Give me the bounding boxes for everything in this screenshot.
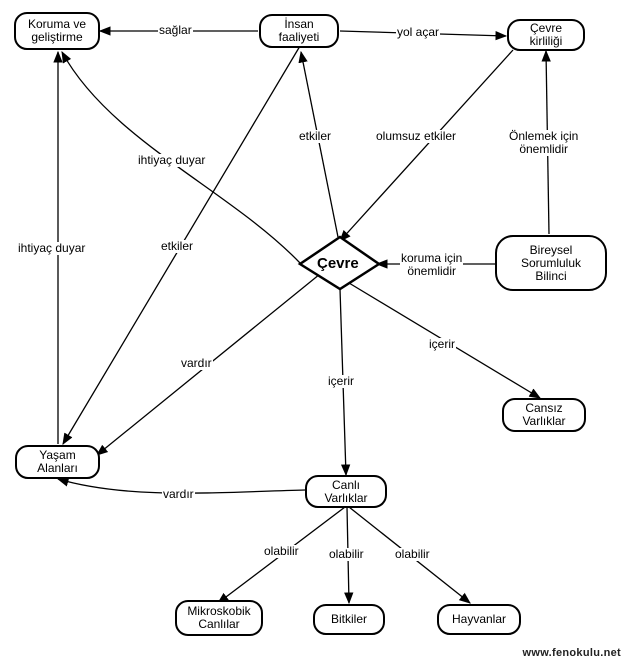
label-yol-acar: yol açar — [396, 25, 441, 39]
node-canli-varliklar: Canlı Varlıklar — [305, 475, 387, 508]
node-bireysel-sorumluluk-bilinci: Bireysel Sorumluluk Bilinci — [495, 235, 607, 291]
node-yasam-alanlari: Yaşam Alanları — [15, 445, 100, 479]
label-etkiler-left: etkiler — [160, 239, 195, 253]
label-etkiler-top: etkiler — [298, 129, 333, 143]
label-olumsuz-etkiler: olumsuz etkiler — [375, 129, 458, 143]
label-olabilir-1: olabilir — [263, 544, 300, 558]
label-olabilir-3: olabilir — [394, 547, 431, 561]
edge-cevre-insan — [298, 50, 339, 238]
label-vardir-bottom: vardır — [162, 487, 195, 501]
node-mikroskobik-canlilar: Mikroskobik Canlılar — [175, 600, 263, 636]
node-cansiz-varliklar: Cansız Varlıklar — [502, 398, 586, 432]
label-icerir-down: içerir — [327, 374, 355, 388]
node-hayvanlar: Hayvanlar — [437, 604, 521, 635]
label-ihtiyac-duyar-vert: ihtiyaç duyar — [17, 241, 87, 255]
node-koruma-ve-gelistirme: Koruma ve geliştirme — [14, 12, 100, 50]
label-ihtiyac-duyar-diag: ihtiyaç duyar — [137, 153, 207, 167]
cevre-diamond-shape — [297, 235, 382, 291]
node-cevre-kirliligi: Çevre kirliliği — [507, 19, 585, 51]
node-insan-faaliyeti: İnsan faaliyeti — [259, 14, 339, 48]
label-onlemek-icin: Önlemek için önemlidir — [508, 129, 580, 156]
label-olabilir-2: olabilir — [328, 547, 365, 561]
label-icerir-right: içerir — [428, 337, 456, 351]
footer-website: www.fenokulu.net — [522, 647, 621, 659]
label-saglar: sağlar — [158, 23, 193, 37]
label-vardir-left: vardır — [180, 356, 213, 370]
label-koruma-icin: koruma için önemlidir — [400, 251, 464, 278]
node-cevre: Çevre — [317, 255, 359, 272]
edge-kirlilik-cevre — [339, 49, 514, 242]
node-bitkiler: Bitkiler — [313, 604, 385, 635]
